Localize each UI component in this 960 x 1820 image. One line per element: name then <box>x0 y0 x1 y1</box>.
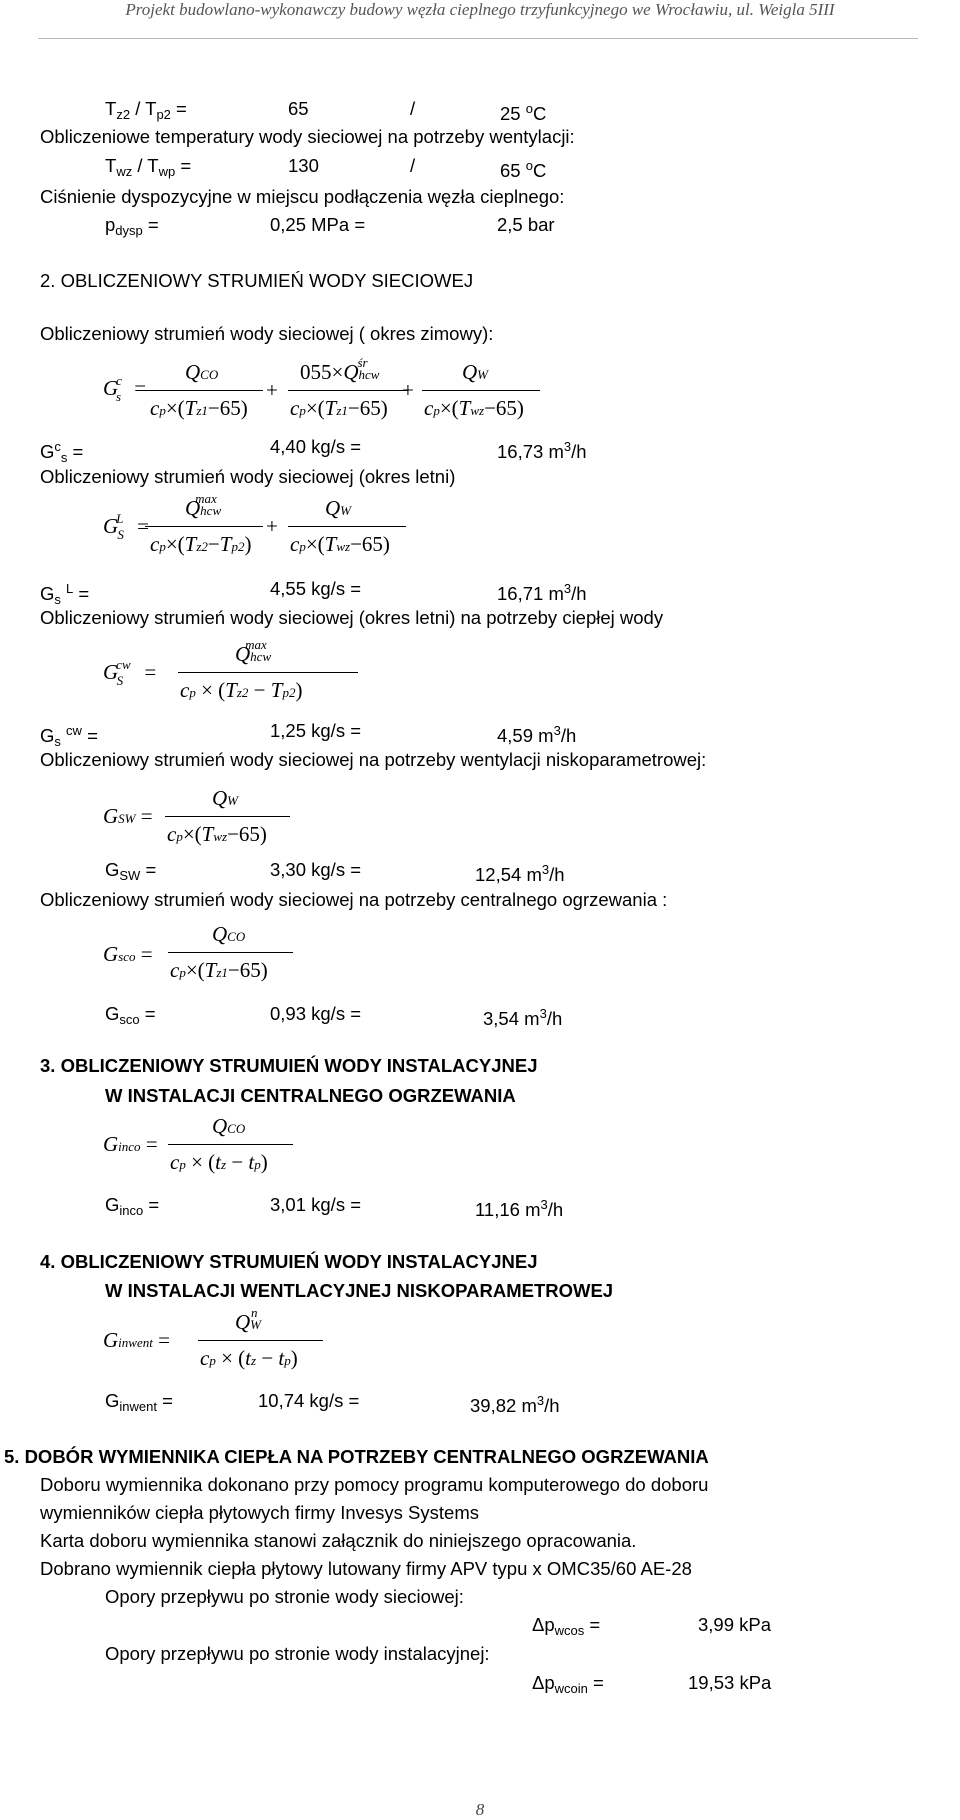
formula-gsco-den: cp×(Tz1−65) <box>170 958 268 982</box>
section-3-heading: 3. OBLICZENIOWY STRUMUIEŃ WODY INSTALACY… <box>40 1055 538 1076</box>
formula-gsco-num: QCO <box>212 922 246 946</box>
formula-ginwent-num: QWn <box>235 1305 262 1334</box>
formula-gsw-lhs: GSW = <box>103 804 153 828</box>
opory-instalacyjnej: Opory przepływu po stronie wody instalac… <box>105 1643 490 1664</box>
tz2-value: 65 <box>288 98 309 119</box>
formula-gls-num2: QW <box>325 496 352 520</box>
formula-gls-lhs: GLS = <box>103 511 149 542</box>
page-number: 8 <box>475 1800 485 1819</box>
formula-gcw-num: Qhcwmax <box>235 637 272 666</box>
gsw-m3: 12,54 m3/h <box>475 862 565 885</box>
formula-ginco-num: QCO <box>212 1114 246 1138</box>
formula-gcw-den: cp × (Tz2 − Tp2) <box>180 678 303 702</box>
twp-value: 65 oC <box>500 158 547 181</box>
plus-1: + <box>266 378 278 402</box>
formula-gcs-den3: cp×(Twz−65) <box>424 396 524 420</box>
dp-wcos-value: 3,99 kPa <box>698 1614 772 1635</box>
twz-value: 130 <box>288 155 319 176</box>
gsw-kg: 3,30 kg/s = <box>270 859 362 880</box>
formula-gcs-num2: 055×Qhcwśr <box>300 355 380 384</box>
slash-2: / <box>410 155 416 176</box>
section-2-heading: 2. OBLICZENIOWY STRUMIEŃ WODY SIECIOWEJ <box>40 270 474 291</box>
formula-gls-den1: cp×(Tz2−Tp2) <box>150 532 252 556</box>
gcw-label: Gs cw = <box>40 723 98 749</box>
s5-line4: Dobrano wymiennik ciepła płytowy lutowan… <box>40 1558 692 1579</box>
formula-gcw-lhs: GcwS = <box>103 657 157 688</box>
ginwent-m3: 39,82 m3/h <box>470 1393 560 1416</box>
section-4-subheading: W INSTALACJI WENTLACYJNEJ NISKOPARAMETRO… <box>105 1280 614 1301</box>
gcs-m3: 16,73 m3/h <box>497 439 587 462</box>
s5-line2: wymienników ciepła płytowych firmy Inves… <box>40 1502 479 1523</box>
frac-bar <box>145 526 263 527</box>
ginwent-label: Ginwent = <box>105 1390 173 1414</box>
gcw-m3: 4,59 m3/h <box>497 723 577 746</box>
slash: / <box>410 98 416 119</box>
cw-title: Obliczeniowy strumień wody sieciowej (ok… <box>40 607 664 628</box>
frac-bar <box>288 526 406 527</box>
formula-gcs-lhs: Gcs += <box>103 373 147 404</box>
formula-ginco-lhs: Ginco = <box>103 1132 158 1156</box>
gls-kg: 4,55 kg/s = <box>270 578 362 599</box>
formula-gcs-den2: cp×(Tz1−65) <box>290 396 388 420</box>
dp-wcoin-label: Δpwcoin = <box>532 1672 604 1696</box>
pdysp-label: pdysp = <box>105 214 159 238</box>
formula-ginwent-lhs: Ginwent = <box>103 1328 170 1352</box>
formula-gcs-den1: cp×(Tz1−65) <box>150 396 248 420</box>
gls-m3: 16,71 m3/h <box>497 581 587 604</box>
gsco-kg: 0,93 kg/s = <box>270 1003 362 1024</box>
tz2-tp2-label: Tz2 / Tp2 = <box>105 98 187 122</box>
frac-bar <box>168 1144 293 1145</box>
ginwent-kg: 10,74 kg/s = <box>258 1390 360 1411</box>
winter-title: Obliczeniowy strumień wody sieciowej ( o… <box>40 323 494 344</box>
formula-ginwent-den: cp × (tz − tp) <box>200 1346 298 1370</box>
page-header: Projekt budowlano-wykonawczy budowy węzł… <box>125 0 835 19</box>
dp-wcos-label: Δpwcos = <box>532 1614 601 1638</box>
formula-gcs-num3: QW <box>462 360 489 384</box>
frac-bar <box>198 1340 323 1341</box>
frac-bar <box>168 952 293 953</box>
gcs-label: Gcs = <box>40 439 84 465</box>
co-title: Obliczeniowy strumień wody sieciowej na … <box>40 889 668 910</box>
formula-gcs-num1: QCO <box>185 360 219 384</box>
pdysp-mpa: 0,25 MPa = <box>270 214 366 235</box>
frac-bar <box>145 390 263 391</box>
formula-gls-den2: cp×(Twz−65) <box>290 532 390 556</box>
vent-temps-title: Obliczeniowe temperatury wody sieciowej … <box>40 126 575 147</box>
gls-label: Gs L = <box>40 581 90 607</box>
section-3-subheading: W INSTALACJI CENTRALNEGO OGRZEWANIA <box>105 1085 516 1106</box>
gcw-kg: 1,25 kg/s = <box>270 720 362 741</box>
ginco-label: Ginco = <box>105 1194 160 1218</box>
formula-gls-num1: Qhcwmax <box>185 491 222 520</box>
ginco-kg: 3,01 kg/s = <box>270 1194 362 1215</box>
plus-2: + <box>402 378 414 402</box>
s5-line1: Doboru wymiennika dokonano przy pomocy p… <box>40 1474 709 1495</box>
frac-bar <box>178 672 358 673</box>
formula-gsw-den: cp×(Twz−65) <box>167 822 267 846</box>
tp2-value: 25 oC <box>500 101 547 124</box>
pdysp-bar: 2,5 bar <box>497 214 555 235</box>
frac-bar <box>288 390 408 391</box>
opory-sieciowej: Opory przepływu po stronie wody sieciowe… <box>105 1586 464 1607</box>
frac-bar <box>165 816 290 817</box>
header-rule <box>38 38 918 39</box>
gsco-label: Gsco = <box>105 1003 156 1027</box>
section-4-heading: 4. OBLICZENIOWY STRUMUIEŃ WODY INSTALACY… <box>40 1251 538 1272</box>
formula-ginco-den: cp × (tz − tp) <box>170 1150 268 1174</box>
formula-gsco-lhs: Gsco = <box>103 942 153 966</box>
formula-gsw-num: QW <box>212 786 239 810</box>
s5-line3: Karta doboru wymiennika stanowi załączni… <box>40 1530 637 1551</box>
ginco-m3: 11,16 m3/h <box>475 1197 564 1220</box>
summer-title: Obliczeniowy strumień wody sieciowej (ok… <box>40 466 456 487</box>
pressure-title: Ciśnienie dyspozycyjne w miejscu podłącz… <box>40 186 565 207</box>
vent-title: Obliczeniowy strumień wody sieciowej na … <box>40 749 707 770</box>
gsco-m3: 3,54 m3/h <box>483 1006 563 1029</box>
section-5-heading: 5. DOBÓR WYMIENNIKA CIEPŁA NA POTRZEBY C… <box>4 1446 709 1467</box>
frac-bar <box>422 390 540 391</box>
dp-wcoin-value: 19,53 kPa <box>688 1672 772 1693</box>
gsw-label: GSW = <box>105 859 157 883</box>
gcs-kg: 4,40 kg/s = <box>270 436 362 457</box>
twz-twp-label: Twz / Twp = <box>105 155 192 179</box>
plus-3: + <box>266 514 278 538</box>
